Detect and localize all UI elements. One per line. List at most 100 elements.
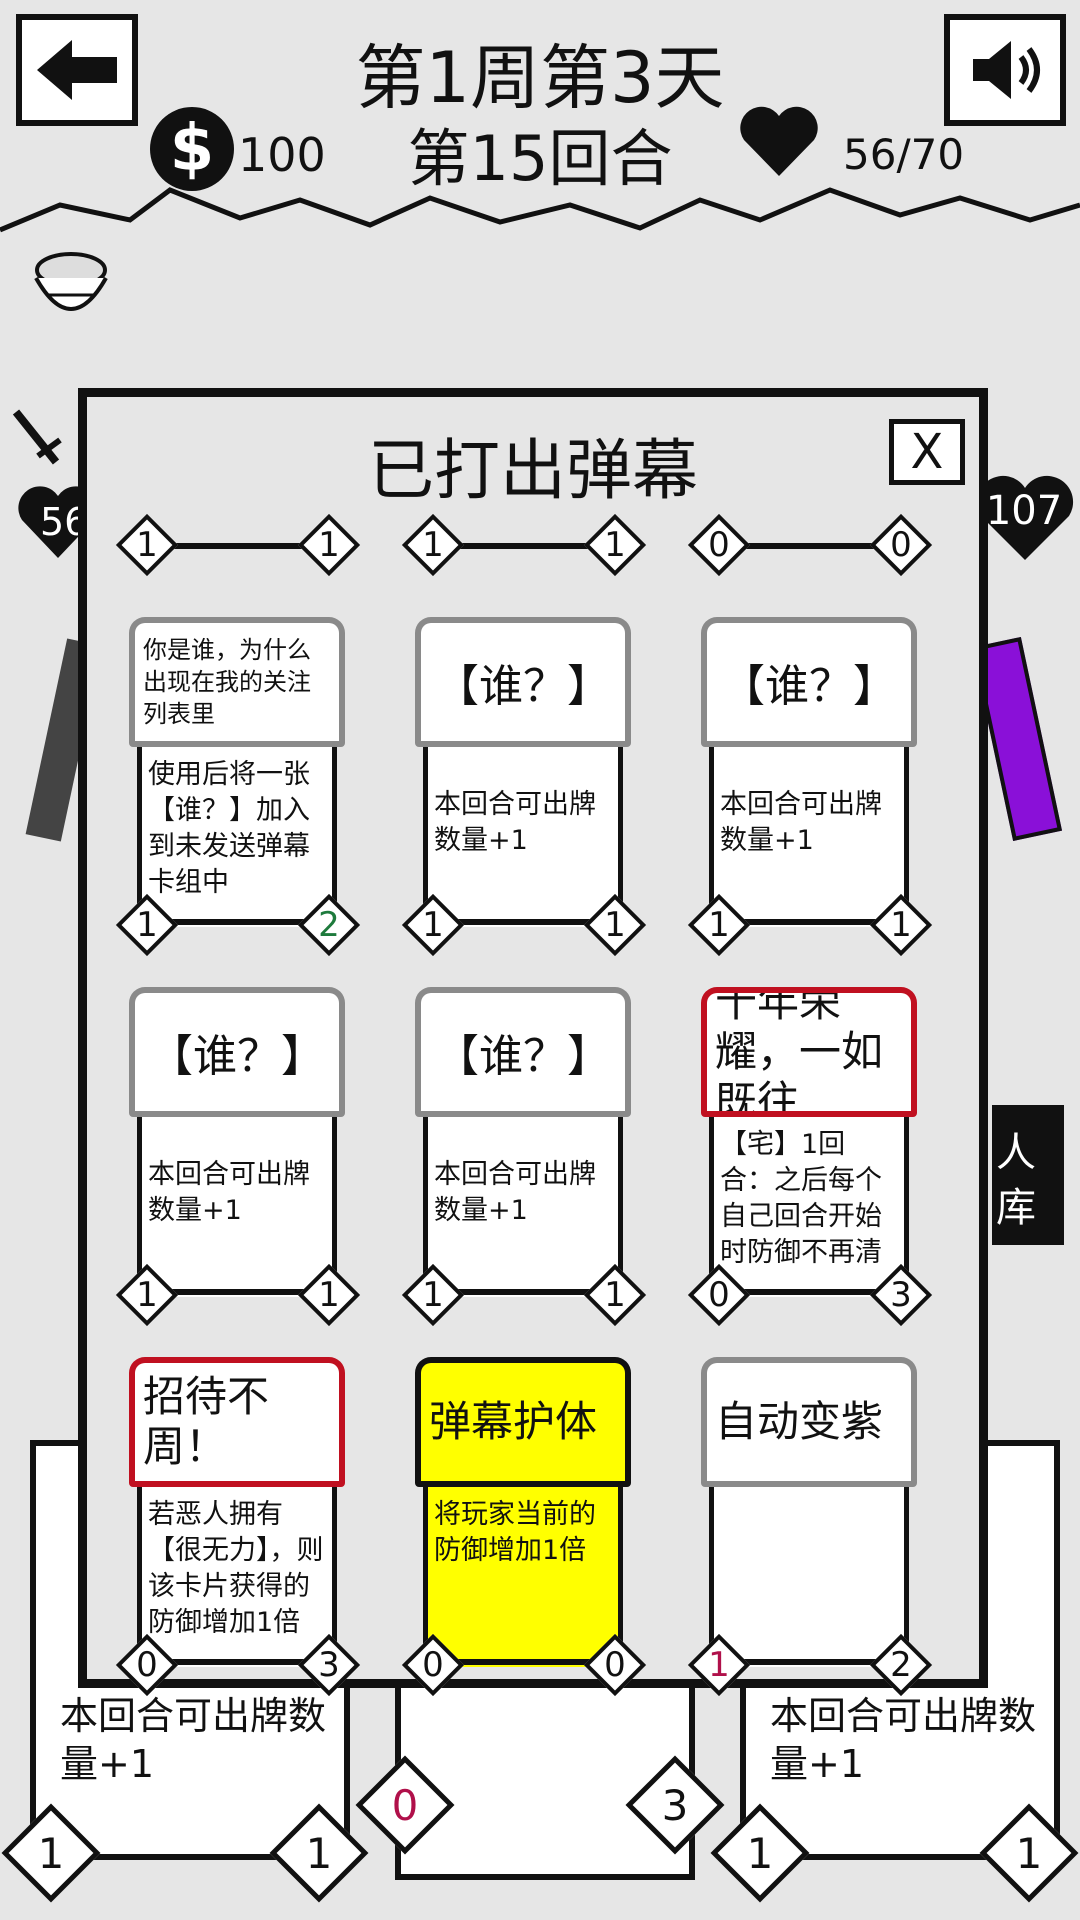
card-bottom-edge [129, 919, 345, 925]
card-value: 1 [890, 905, 912, 945]
card-title: 招待不周！ [129, 1357, 345, 1487]
top-row-bar [425, 543, 625, 549]
right-enemy-hp: 107 [985, 488, 1063, 534]
card-bottom-edge [701, 919, 917, 925]
hand-left-cost: 1 [37, 1828, 65, 1878]
card-title: 【谁？】 [415, 987, 631, 1117]
card-title-text: 【谁？】 [149, 1031, 325, 1082]
card-bottom-edge [129, 1289, 345, 1295]
top-row-left-value: 1 [136, 525, 158, 565]
back-button[interactable] [16, 14, 138, 126]
card-title: 十年荣耀，一如既往 [701, 987, 917, 1117]
card-value: 0 [604, 1645, 626, 1685]
close-button[interactable]: X [889, 419, 965, 485]
right-side-tab[interactable] [992, 1105, 1064, 1245]
card-value: 3 [890, 1275, 912, 1315]
heart-icon [740, 106, 818, 176]
card-description: 若恶人拥有【很无力】，则该卡片获得的防御增加1倍 [137, 1487, 337, 1667]
card-title: 你是谁，为什么出现在我的关注列表里 [129, 617, 345, 747]
week-day-label: 第1周第3天 [355, 37, 725, 119]
card-description: 本回合可出牌数量+1 [423, 747, 623, 927]
played-card[interactable]: 你是谁，为什么出现在我的关注列表里使用后将一张【谁？】加入到未发送弹幕卡组中 [115, 597, 360, 937]
round-label: 第15回合 [407, 122, 673, 195]
card-description: 本回合可出牌数量+1 [709, 747, 909, 927]
card-description: 使用后将一张【谁？】加入到未发送弹幕卡组中 [137, 747, 337, 927]
played-cards-dialog: 已打出弹幕 X 1 1 1 1 0 0 你是谁，为什么出现在我的关注列表里使用后将一张【谁？… [78, 388, 988, 1697]
card-value: 1 [604, 905, 626, 945]
hand-mid-atk: 3 [661, 1780, 689, 1830]
card-description: 将玩家当前的防御增加1倍 [423, 1487, 623, 1667]
card-description [709, 1487, 909, 1667]
card-title-text: 十年荣耀，一如既往 [715, 987, 884, 1117]
hand-left-atk: 1 [305, 1828, 333, 1878]
card-title-text: 招待不周！ [143, 1372, 270, 1471]
coin-icon: $ [150, 107, 234, 191]
played-card[interactable]: 【谁？】本回合可出牌数量+1 [401, 597, 646, 937]
card-cost-value: 1 [708, 905, 730, 945]
dialog-title: 已打出弹幕 [368, 432, 698, 509]
played-card[interactable]: 【谁？】本回合可出牌数量+1 [687, 597, 932, 937]
card-value: 1 [318, 1275, 340, 1315]
right-enemy-heart [976, 475, 1074, 560]
top-row-right-value: 1 [318, 525, 340, 565]
played-card[interactable]: 【谁？】本回合可出牌数量+1 [115, 967, 360, 1307]
card-title: 【谁？】 [701, 617, 917, 747]
card-value: 3 [318, 1645, 340, 1685]
hand-right-atk: 1 [1015, 1828, 1043, 1878]
card-value: 2 [890, 1645, 912, 1685]
card-cost-value: 0 [422, 1645, 444, 1685]
right-side-text-1: 人 [996, 1130, 1036, 1176]
hand-left-text: 本回合可出牌数量+1 [60, 1694, 327, 1786]
sword-icon [12, 409, 62, 465]
card-title-text: 【谁？】 [435, 1031, 611, 1082]
top-row-bar [711, 543, 911, 549]
top-row-bar [139, 543, 339, 549]
sound-button[interactable] [944, 14, 1066, 126]
card-title: 【谁？】 [129, 987, 345, 1117]
played-card[interactable]: 招待不周！ 若恶人拥有【很无力】，则该卡片获得的防御增加1倍 [115, 1337, 360, 1677]
card-title-text: 【谁？】 [721, 661, 897, 712]
card-bottom-edge [701, 1659, 917, 1665]
played-card[interactable]: 弹幕护体将玩家当前的防御增加1倍 [401, 1337, 646, 1677]
torn-edge [0, 187, 1080, 233]
money-value: 100 [238, 128, 326, 182]
card-bottom-edge [415, 1289, 631, 1295]
card-bottom-edge [701, 1289, 917, 1295]
card-cost-value: 0 [708, 1275, 730, 1315]
card-cost-value: 1 [422, 905, 444, 945]
card-grid: 1 1 1 1 0 0 你是谁，为什么出现在我的关注列表里使用后将一张【谁？】加入到未发送弹… [87, 397, 979, 1697]
card-bottom-edge [129, 1659, 345, 1665]
card-title-text: 【谁？】 [435, 661, 611, 712]
card-description: 本回合可出牌数量+1 [137, 1117, 337, 1297]
top-row-left-value: 0 [708, 525, 730, 565]
card-value: 1 [604, 1275, 626, 1315]
card-cost-value: 0 [136, 1645, 158, 1685]
card-bottom-edge [415, 1659, 631, 1665]
close-icon: X [910, 424, 944, 480]
card-title-text: 弹幕护体 [429, 1397, 598, 1446]
hp-value: 56/70 [843, 130, 965, 179]
card-title: 【谁？】 [415, 617, 631, 747]
arrow-left-icon [37, 40, 117, 100]
hand-mid-cost: 0 [391, 1780, 419, 1830]
card-description: 本回合可出牌数量+1 [423, 1117, 623, 1297]
right-side-text-2: 库 [996, 1185, 1036, 1231]
card-title: 弹幕护体 [415, 1357, 631, 1487]
card-title-text: 你是谁，为什么出现在我的关注列表里 [143, 636, 311, 728]
card-title: 自动变紫 [701, 1357, 917, 1487]
speaker-icon [973, 41, 1040, 99]
top-row-right-value: 0 [890, 525, 912, 565]
card-cost-value: 1 [708, 1645, 730, 1685]
played-card[interactable]: 自动变紫 [687, 1337, 932, 1677]
hand-right-text: 本回合可出牌数量+1 [770, 1694, 1037, 1786]
hand-right-cost: 1 [746, 1828, 774, 1878]
top-row-right-value: 1 [604, 525, 626, 565]
card-title-text: 自动变紫 [715, 1397, 884, 1446]
card-cost-value: 1 [422, 1275, 444, 1315]
played-card[interactable]: 【谁？】本回合可出牌数量+1 [401, 967, 646, 1307]
card-cost-value: 1 [136, 1275, 158, 1315]
bowl-icon [34, 252, 108, 311]
card-cost-value: 1 [136, 905, 158, 945]
